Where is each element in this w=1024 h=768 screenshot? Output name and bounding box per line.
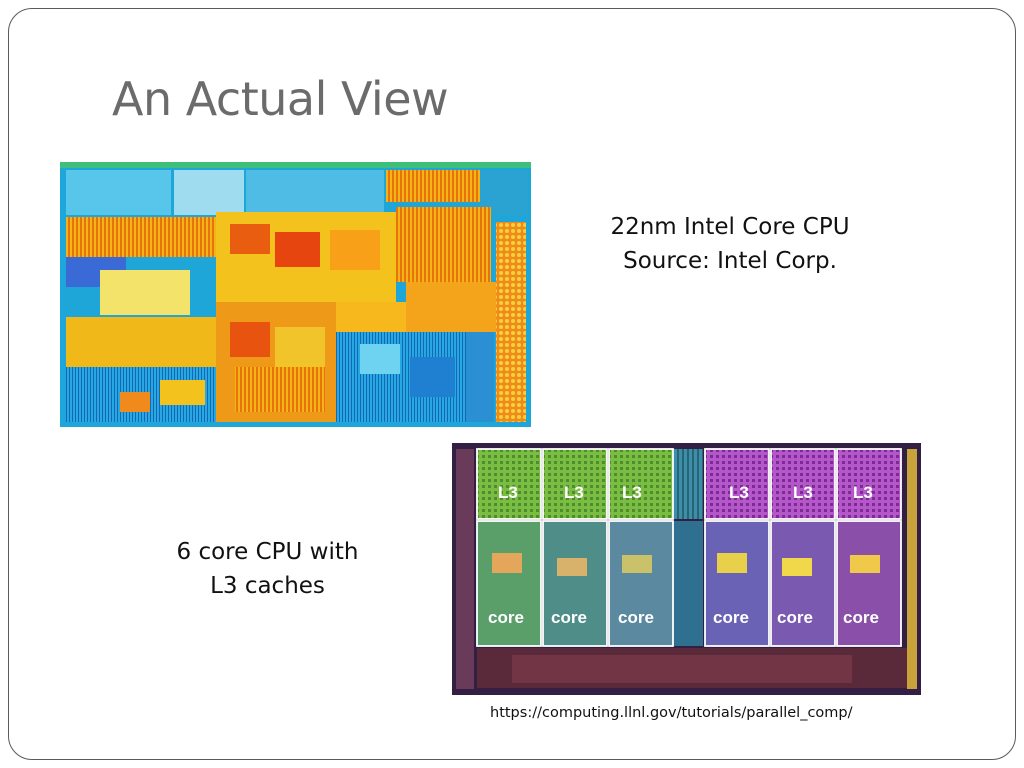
source-url: https://computing.llnl.gov/tutorials/par… (490, 705, 853, 721)
l3-label: L3 (729, 483, 749, 502)
intel-core-caption: 22nm Intel Core CPU Source: Intel Corp. (560, 210, 900, 278)
core-label: core (713, 608, 749, 627)
l3-label: L3 (498, 483, 518, 502)
slide-title: An Actual View (112, 72, 449, 126)
l3-label: L3 (853, 483, 873, 502)
caption-line: 22nm Intel Core CPU (610, 214, 850, 240)
caption-line: 6 core CPU with (176, 539, 359, 565)
caption-line: L3 caches (210, 573, 325, 599)
intel-core-die-photo (60, 162, 531, 427)
core-label: core (618, 608, 654, 627)
l3-label: L3 (622, 483, 642, 502)
l3-label: L3 (793, 483, 813, 502)
core-label: core (551, 608, 587, 627)
six-core-die-photo: L3 L3 L3 L3 L3 L3 core core core core co… (452, 443, 921, 695)
six-core-caption: 6 core CPU with L3 caches (130, 535, 405, 603)
core-label: core (843, 608, 879, 627)
l3-label: L3 (564, 483, 584, 502)
caption-line: Source: Intel Corp. (623, 248, 837, 274)
core-label: core (488, 608, 524, 627)
core-label: core (777, 608, 813, 627)
